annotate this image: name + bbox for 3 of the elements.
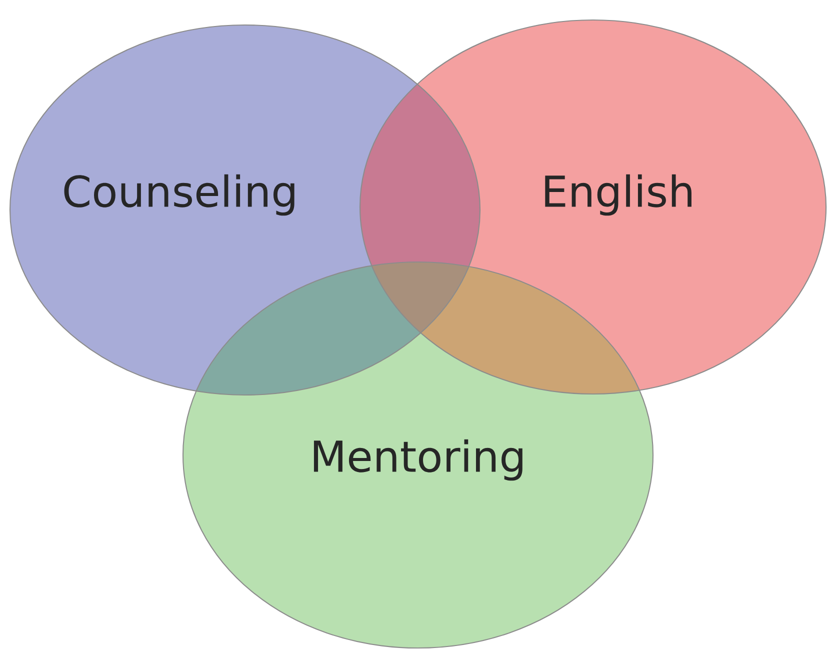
circle-label: English <box>545 174 692 216</box>
circle-label: Mentoring <box>314 439 522 481</box>
circle-label: Counseling <box>64 174 294 216</box>
